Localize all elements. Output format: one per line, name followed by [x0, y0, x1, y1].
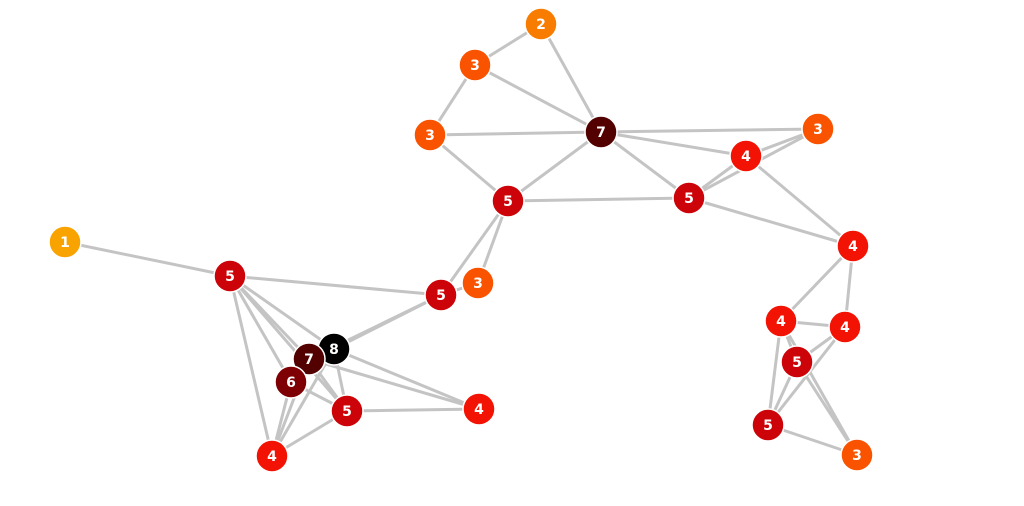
node-label: 1 [60, 235, 70, 251]
node-label: 4 [474, 402, 484, 418]
edge-n14-n23 [766, 319, 783, 427]
node-label: 5 [436, 288, 446, 304]
node-circle [292, 342, 326, 376]
node-label: 7 [304, 352, 314, 368]
node-circle [462, 392, 496, 426]
graph-node[interactable]: 5 [780, 345, 814, 379]
edge-n4-n7 [599, 130, 691, 200]
graph-node[interactable]: 4 [255, 439, 289, 473]
node-label: 5 [684, 191, 694, 207]
edge-n17-n21 [332, 347, 481, 411]
edge-n7-n9 [687, 196, 855, 248]
edge-n11-n12 [228, 274, 443, 297]
graph-node[interactable]: 4 [462, 392, 496, 426]
edge-n8-n12 [439, 199, 510, 297]
node-label: 5 [503, 194, 513, 210]
graph-node[interactable]: 4 [836, 229, 870, 263]
node-label: 3 [470, 58, 480, 74]
node-circle [274, 365, 308, 399]
node-circle [48, 225, 82, 259]
node-circle [458, 48, 492, 82]
graph-node[interactable]: 5 [213, 259, 247, 293]
node-circle [491, 184, 525, 218]
node-circle [524, 7, 558, 41]
node-circle [413, 118, 447, 152]
edge-n11-n22 [228, 274, 274, 458]
graph-node[interactable]: 4 [729, 139, 763, 173]
node-circle [840, 438, 874, 472]
node-circle [584, 115, 618, 149]
node-label: 3 [852, 448, 862, 464]
node-label: 4 [776, 314, 786, 330]
edge-n4-n5 [599, 127, 820, 134]
edge-n7-n8 [506, 196, 691, 203]
graph-node[interactable]: 7 [292, 342, 326, 376]
edge-n3-n4 [428, 130, 603, 137]
node-label: 3 [425, 128, 435, 144]
graph-node[interactable]: 7 [584, 115, 618, 149]
edge-n4-n6 [599, 130, 748, 158]
graph-node[interactable]: 3 [413, 118, 447, 152]
edge-n3-n8 [428, 133, 510, 203]
node-circle [764, 304, 798, 338]
node-circle [836, 229, 870, 263]
edge-n2-n4 [473, 63, 603, 134]
node-label: 4 [741, 149, 751, 165]
graph-node[interactable]: 3 [461, 266, 495, 300]
graph-node[interactable]: 3 [458, 48, 492, 82]
node-circle [255, 439, 289, 473]
edge-n16-n24 [795, 360, 859, 457]
node-label: 4 [848, 239, 858, 255]
edge-n1-n4 [539, 22, 603, 134]
node-circle [330, 394, 364, 428]
node-label: 5 [342, 404, 352, 420]
edge-n11-n19 [228, 274, 293, 384]
edge-n9-n14 [779, 244, 855, 323]
graph-node[interactable]: 5 [672, 181, 706, 215]
node-label: 4 [267, 449, 277, 465]
graph-node[interactable]: 4 [764, 304, 798, 338]
edge-n11-n20 [228, 274, 349, 413]
graph-edges [63, 22, 859, 458]
node-label: 8 [329, 342, 339, 358]
node-circle [751, 408, 785, 442]
node-label: 3 [813, 122, 823, 138]
node-circle [729, 139, 763, 173]
graph-node[interactable]: 5 [491, 184, 525, 218]
node-circle [801, 112, 835, 146]
node-label: 3 [473, 276, 483, 292]
node-label: 2 [536, 17, 546, 33]
edge-n4-n8 [506, 130, 603, 203]
node-circle [213, 259, 247, 293]
node-circle [672, 181, 706, 215]
node-label: 5 [225, 269, 235, 285]
edge-n11-n17 [228, 274, 336, 351]
edge-n20-n21 [345, 407, 481, 413]
node-label: 5 [763, 418, 773, 434]
graph-node[interactable]: 3 [801, 112, 835, 146]
graph-node[interactable]: 5 [424, 278, 458, 312]
graph-node[interactable]: 3 [840, 438, 874, 472]
graph-node[interactable]: 2 [524, 7, 558, 41]
node-label: 7 [596, 125, 606, 141]
node-label: 6 [286, 375, 296, 391]
graph-node[interactable]: 4 [828, 310, 862, 344]
graph-node[interactable]: 5 [751, 408, 785, 442]
node-circle [828, 310, 862, 344]
graph-node[interactable]: 1 [48, 225, 82, 259]
edge-n6-n9 [744, 154, 855, 248]
node-label: 5 [792, 355, 802, 371]
node-circle [461, 266, 495, 300]
node-label: 4 [840, 320, 850, 336]
node-circle [780, 345, 814, 379]
node-circle [424, 278, 458, 312]
graph-node[interactable]: 6 [274, 365, 308, 399]
graph-node[interactable]: 5 [330, 394, 364, 428]
edge-n18-n21 [307, 357, 481, 411]
edge-n10-n11 [63, 240, 232, 278]
